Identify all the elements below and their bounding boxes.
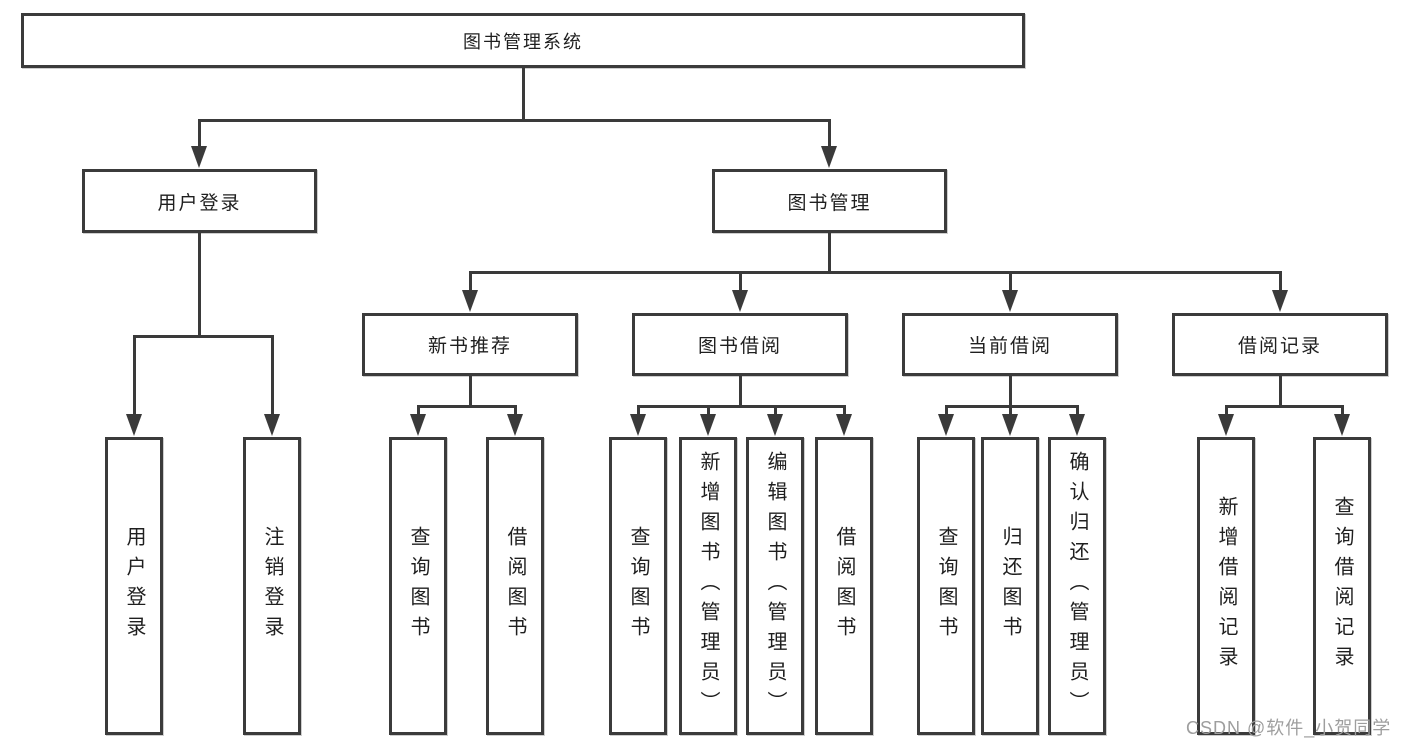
- leaf-query-borrow-record: 查询借阅记录: [1313, 437, 1371, 735]
- node-user-login-branch: 用户登录: [82, 169, 317, 233]
- connector-line: [416, 406, 420, 416]
- connector-line: [1075, 406, 1079, 416]
- connector-line: [636, 406, 640, 416]
- connector-line: [197, 120, 201, 148]
- connector-line: [636, 404, 846, 408]
- arrowhead-icon: [821, 146, 837, 168]
- arrowhead-icon: [126, 414, 142, 436]
- connector-line: [468, 270, 1282, 274]
- connector-line: [1008, 406, 1012, 416]
- connector-line: [132, 336, 136, 416]
- node-label: 借阅图书: [504, 526, 526, 646]
- connector-line: [1278, 272, 1282, 292]
- node-label: 查询图书: [935, 526, 957, 646]
- connector-line: [944, 404, 1079, 408]
- arrowhead-icon: [1272, 290, 1288, 312]
- connector-line: [1008, 376, 1012, 406]
- leaf-query-books-borrowing: 查询图书: [609, 437, 667, 735]
- node-label: 归还图书: [999, 526, 1021, 646]
- arrowhead-icon: [836, 414, 852, 436]
- arrowhead-icon: [1334, 414, 1350, 436]
- node-label: 确认归还（管理员）: [1066, 451, 1088, 721]
- connector-line: [270, 336, 274, 416]
- arrowhead-icon: [1002, 414, 1018, 436]
- node-label: 新书推荐: [427, 336, 512, 357]
- connector-line: [1224, 406, 1228, 416]
- arrowhead-icon: [264, 414, 280, 436]
- connector-line: [521, 68, 525, 120]
- connector-line: [706, 406, 710, 416]
- leaf-edit-books-admin: 编辑图书（管理员）: [746, 437, 804, 735]
- connector-line: [738, 272, 742, 292]
- node-label: 图书借阅: [697, 336, 782, 357]
- leaf-add-borrow-record: 新增借阅记录: [1197, 437, 1255, 735]
- leaf-logout: 注销登录: [243, 437, 301, 735]
- leaf-add-books-admin: 新增图书（管理员）: [679, 437, 737, 735]
- arrowhead-icon: [767, 414, 783, 436]
- node-label: 新增图书（管理员）: [697, 451, 719, 721]
- arrowhead-icon: [462, 290, 478, 312]
- node-current-borrowing: 当前借阅: [902, 313, 1118, 376]
- node-label: 注销登录: [261, 526, 283, 646]
- node-label: 借阅图书: [833, 526, 855, 646]
- connector-line: [1224, 404, 1344, 408]
- arrowhead-icon: [938, 414, 954, 436]
- connector-line: [842, 406, 846, 416]
- leaf-query-books-recommend: 查询图书: [389, 437, 447, 735]
- connector-line: [827, 233, 831, 272]
- connector-line: [1340, 406, 1344, 416]
- connector-line: [944, 406, 948, 416]
- leaf-return-books: 归还图书: [981, 437, 1039, 735]
- node-label: 查询借阅记录: [1331, 496, 1353, 676]
- connector-line: [197, 118, 831, 122]
- node-label: 借阅记录: [1237, 336, 1322, 357]
- node-book-borrowing: 图书借阅: [632, 313, 848, 376]
- connector-line: [416, 404, 517, 408]
- arrowhead-icon: [1069, 414, 1085, 436]
- node-borrowing-records: 借阅记录: [1172, 313, 1388, 376]
- arrowhead-icon: [732, 290, 748, 312]
- arrowhead-icon: [630, 414, 646, 436]
- connector-line: [738, 376, 742, 406]
- connector-line: [513, 406, 517, 416]
- node-library-management-system: 图书管理系统: [21, 13, 1025, 68]
- leaf-query-books-current: 查询图书: [917, 437, 975, 735]
- connector-line: [1008, 272, 1012, 292]
- connector-line: [468, 376, 472, 406]
- leaf-borrow-books-recommend: 借阅图书: [486, 437, 544, 735]
- csdn-watermark: CSDN @软件_小贺同学: [1186, 718, 1392, 738]
- connector-line: [773, 406, 777, 416]
- connector-line: [132, 334, 274, 338]
- connector-line: [468, 272, 472, 292]
- node-book-management-branch: 图书管理: [712, 169, 947, 233]
- node-label: 用户登录: [157, 192, 242, 214]
- arrowhead-icon: [507, 414, 523, 436]
- arrowhead-icon: [1002, 290, 1018, 312]
- node-label: 查询图书: [627, 526, 649, 646]
- node-label: 查询图书: [407, 526, 429, 646]
- node-label: 当前借阅: [967, 336, 1052, 357]
- node-label: 编辑图书（管理员）: [764, 451, 786, 721]
- leaf-user-login: 用户登录: [105, 437, 163, 735]
- arrowhead-icon: [1218, 414, 1234, 436]
- node-label: 新增借阅记录: [1215, 496, 1237, 676]
- arrowhead-icon: [410, 414, 426, 436]
- leaf-confirm-return-admin: 确认归还（管理员）: [1048, 437, 1106, 735]
- arrowhead-icon: [191, 146, 207, 168]
- connector-line: [197, 233, 201, 336]
- node-new-book-recommendation: 新书推荐: [362, 313, 578, 376]
- node-label: 用户登录: [123, 526, 145, 646]
- node-label: 图书管理: [787, 192, 872, 214]
- arrowhead-icon: [700, 414, 716, 436]
- connector-line: [1278, 376, 1282, 406]
- node-label: 图书管理系统: [463, 31, 583, 52]
- leaf-borrow-books: 借阅图书: [815, 437, 873, 735]
- connector-line: [827, 120, 831, 148]
